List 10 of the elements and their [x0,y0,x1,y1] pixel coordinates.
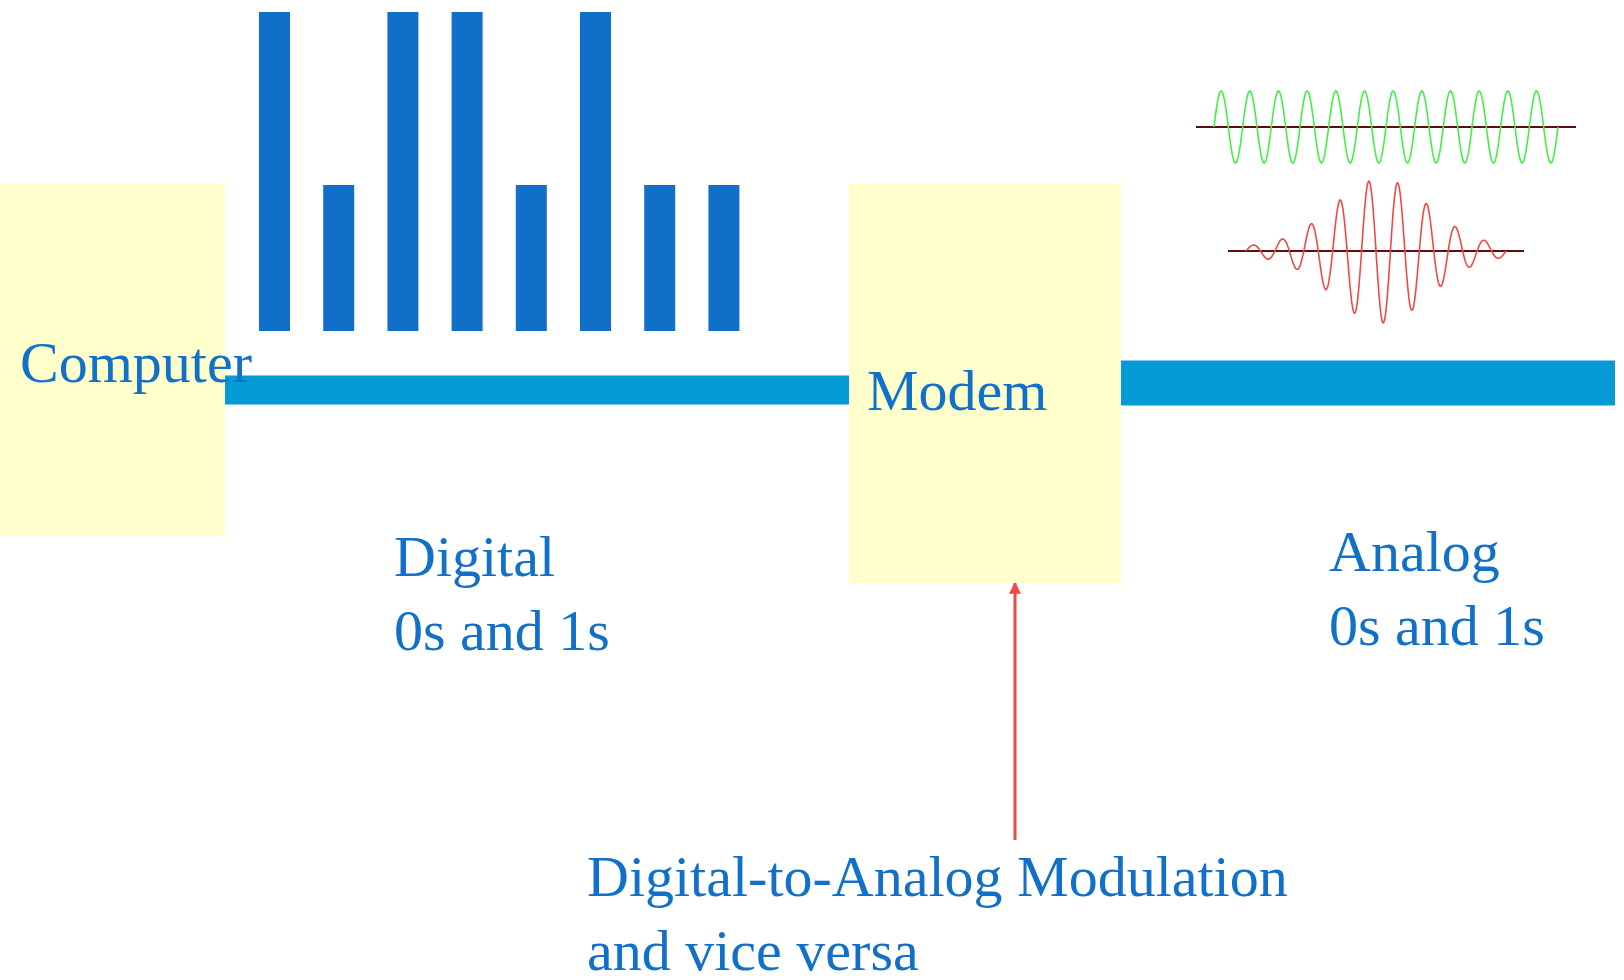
signal-label: 0s and 1s [1329,592,1545,660]
signal-label: Analog [1329,518,1500,586]
arrow [1009,581,1021,840]
signal-label: Digital [394,523,556,591]
connection-bar [225,375,849,405]
node-label: Modem [867,357,1048,425]
connection-bar [1121,360,1615,406]
signal-label: 0s and 1s [394,597,610,665]
caption-text: Digital-to-Analog Modulation and vice versa [587,843,1289,980]
modem-box [849,184,1121,583]
